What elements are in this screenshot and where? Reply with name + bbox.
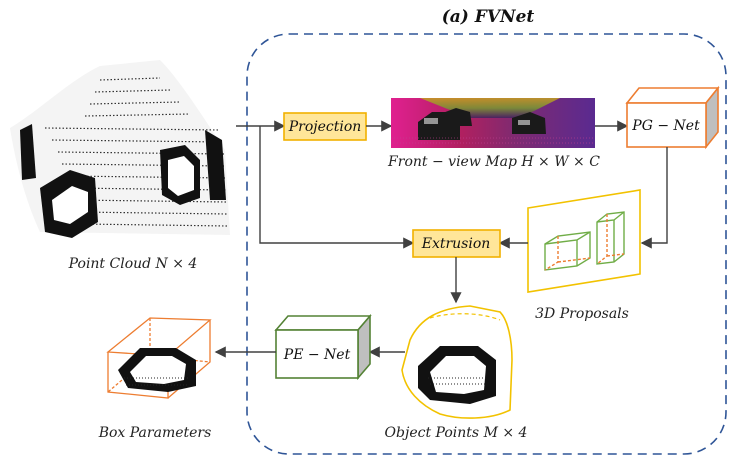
point-cloud-image	[10, 60, 230, 238]
extrusion-module	[412, 229, 501, 258]
arrow-pgnet-to-proposals	[640, 147, 668, 249]
pg-net-module	[625, 85, 720, 150]
box-parameters-label: Box Parameters	[98, 425, 212, 441]
extrusion-label: Extrusion	[421, 236, 491, 252]
3d-proposals-image	[527, 189, 641, 293]
3d-proposals-label: 3D Proposals	[535, 306, 629, 322]
front-view-map-label: Front − view Map H × W × C	[387, 154, 600, 170]
arrow-cloud-to-extrusion	[259, 126, 415, 249]
point-cloud-label: Point Cloud N × 4	[68, 256, 198, 272]
pg-net-label: PG − Net	[631, 118, 700, 134]
object-points-image	[401, 305, 513, 419]
diagram-title: (a) FVNet	[442, 7, 535, 27]
box-parameters-image	[106, 317, 212, 399]
fvnet-frame	[246, 33, 727, 455]
pe-net-label: PE − Net	[283, 347, 351, 363]
object-points-label: Object Points M × 4	[385, 425, 528, 441]
front-view-map-image	[391, 98, 595, 148]
pe-net-module	[274, 313, 372, 381]
projection-label: Projection	[288, 119, 362, 135]
